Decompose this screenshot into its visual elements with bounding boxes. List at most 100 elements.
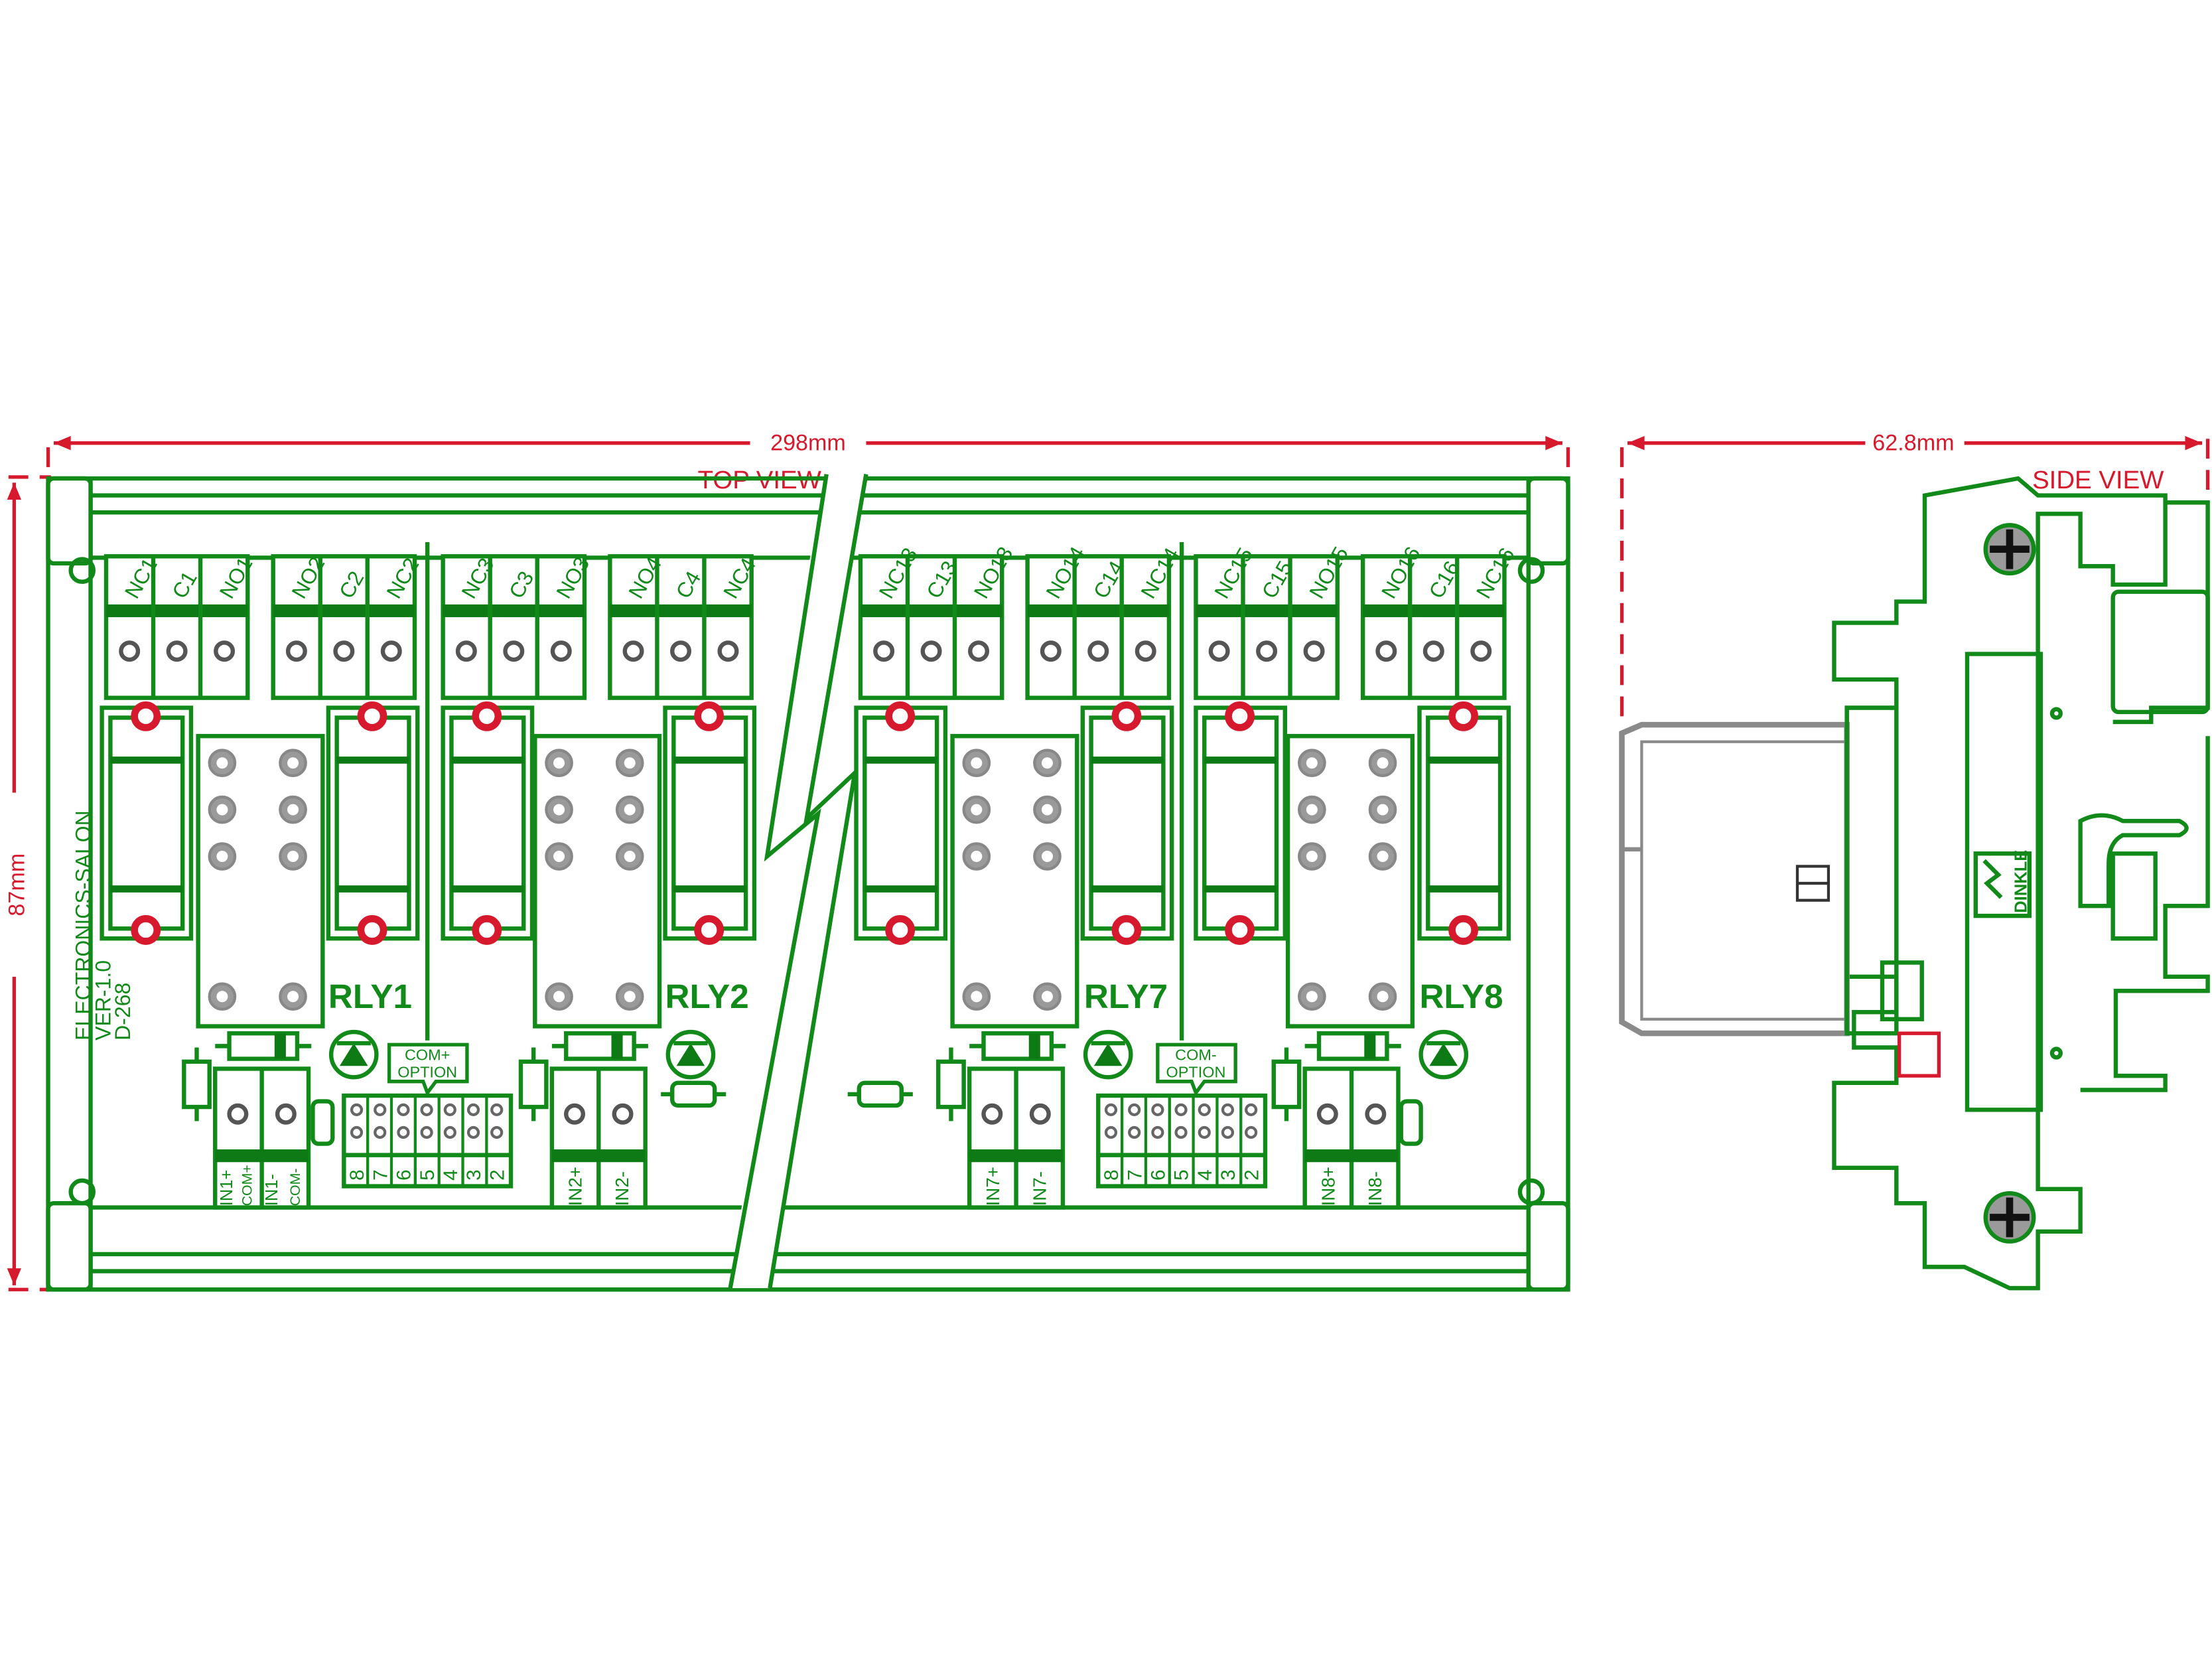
- side-view-label: SIDE VIEW: [2032, 466, 2164, 494]
- dimension-height: 87mm: [4, 475, 51, 1291]
- board-version: VER-1.0: [91, 960, 115, 1041]
- terminal-block-band: [105, 604, 248, 618]
- board-marking: ELECTRONICS-SALON VER-1.0 D-268: [72, 810, 135, 1041]
- terminal-screw: [333, 640, 355, 662]
- jumper-number: 2: [486, 1169, 508, 1181]
- terminal-block-body: [1025, 554, 1172, 700]
- relay-pin-hole: [287, 991, 299, 1003]
- jumper-pin: [420, 1125, 433, 1139]
- input-terminal-block: IN7+IN7-: [967, 1066, 1066, 1210]
- relay-pin-hole: [971, 850, 983, 863]
- input-screw: [227, 1103, 249, 1125]
- terminal-screw: [1208, 640, 1230, 662]
- relay-pin-hole: [971, 757, 983, 769]
- red-test-point: [1111, 701, 1142, 731]
- jumper-number: 6: [1148, 1169, 1170, 1181]
- jumper-number: 8: [1101, 1169, 1123, 1181]
- input-screw: [1316, 1103, 1338, 1125]
- jumper-number: 5: [417, 1169, 439, 1181]
- fuse-holder-outer: [100, 705, 194, 941]
- dimension-depth: 62.8mm: [1620, 430, 2210, 722]
- board-model: D-268: [111, 983, 135, 1041]
- input-label: IN7+: [983, 1167, 1003, 1206]
- diode-band: [1028, 1033, 1040, 1059]
- input-label: IN1+: [218, 1170, 236, 1206]
- side-view: DINKLE: [1619, 476, 2210, 1291]
- relay-pin-hole: [971, 991, 983, 1003]
- diode-band: [274, 1033, 286, 1059]
- width-dimension-label: 298mm: [770, 430, 846, 455]
- relay-outline: [533, 734, 662, 1029]
- mounting-hole-icon: [68, 1178, 96, 1206]
- terminal-screw: [166, 640, 188, 662]
- relay-pin-hole: [971, 804, 983, 816]
- relay-pin-hole: [553, 991, 565, 1003]
- input-terminal-block: IN8+IN8-: [1302, 1066, 1401, 1210]
- bubble-outline: [1156, 1043, 1237, 1097]
- resistor: [1271, 1059, 1302, 1110]
- option-line-2: OPTION: [1166, 1063, 1225, 1080]
- jumper-pin: [1198, 1125, 1211, 1139]
- diode-triangle-icon: [1418, 1029, 1469, 1080]
- terminal-screw: [1135, 640, 1156, 662]
- terminal-screw: [968, 640, 990, 662]
- fuse-holder-outer: [326, 705, 420, 941]
- relay-pin-hole: [1377, 804, 1389, 816]
- input-label: IN2-: [612, 1171, 632, 1206]
- jumper-pin: [397, 1103, 410, 1116]
- relay-pin-hole: [624, 991, 636, 1003]
- red-test-point: [885, 701, 916, 731]
- fuse-holder: [663, 701, 757, 945]
- jumper-pin: [1245, 1103, 1258, 1116]
- input-label: COM-: [287, 1169, 303, 1206]
- red-test-point: [472, 701, 502, 731]
- fuse-holder-outer: [854, 705, 948, 941]
- resistor: [518, 1059, 549, 1110]
- relay-pin-hole: [624, 850, 636, 863]
- jumper-pin: [374, 1125, 387, 1139]
- terminal-screw: [1087, 640, 1109, 662]
- resistor: [182, 1059, 212, 1110]
- relay-pin-hole: [553, 850, 565, 863]
- terminal-block-band: [1196, 604, 1338, 618]
- terminal-screw: [717, 640, 739, 662]
- jumper-pin: [1174, 1125, 1188, 1139]
- jumper-pin: [1174, 1103, 1188, 1116]
- jumper-pin: [1151, 1125, 1164, 1139]
- relay-body: [533, 734, 662, 1029]
- input-screw: [612, 1103, 634, 1125]
- relay-pin-hole: [1306, 804, 1318, 816]
- resistor: [857, 1080, 904, 1108]
- terminal-block-band: [273, 604, 415, 618]
- jumper-pin: [397, 1125, 410, 1139]
- relay-pin-hole: [287, 757, 299, 769]
- fuse-holder: [100, 701, 194, 945]
- jumper-pin: [466, 1125, 480, 1139]
- fuse-holder-inner: [863, 715, 939, 931]
- terminal-block-body: [858, 554, 1004, 700]
- jumper-pin: [1245, 1125, 1258, 1139]
- fuse-holder-inner: [1426, 715, 1503, 931]
- fuse-holder-inner: [108, 715, 185, 931]
- jumper-number: 3: [1217, 1169, 1239, 1181]
- diode: [227, 1031, 300, 1061]
- input-label: IN2+: [565, 1167, 586, 1206]
- input-screw: [1365, 1103, 1387, 1125]
- fuse-holder: [326, 701, 420, 945]
- terminal-block-band: [1027, 604, 1169, 618]
- relay-pin-hole: [1306, 757, 1318, 769]
- input-block-band: [551, 1149, 646, 1163]
- terminal-block-body: [271, 554, 417, 700]
- red-test-point: [885, 915, 916, 945]
- diode: [1316, 1031, 1389, 1061]
- jumper-pin: [490, 1103, 504, 1116]
- terminal-screw: [920, 640, 942, 662]
- terminal-block-band: [443, 604, 585, 618]
- relay-pin-hole: [1041, 850, 1054, 863]
- relay-pin-hole: [1377, 850, 1389, 863]
- input-terminal-block: IN2+ IN2-: [549, 1066, 648, 1210]
